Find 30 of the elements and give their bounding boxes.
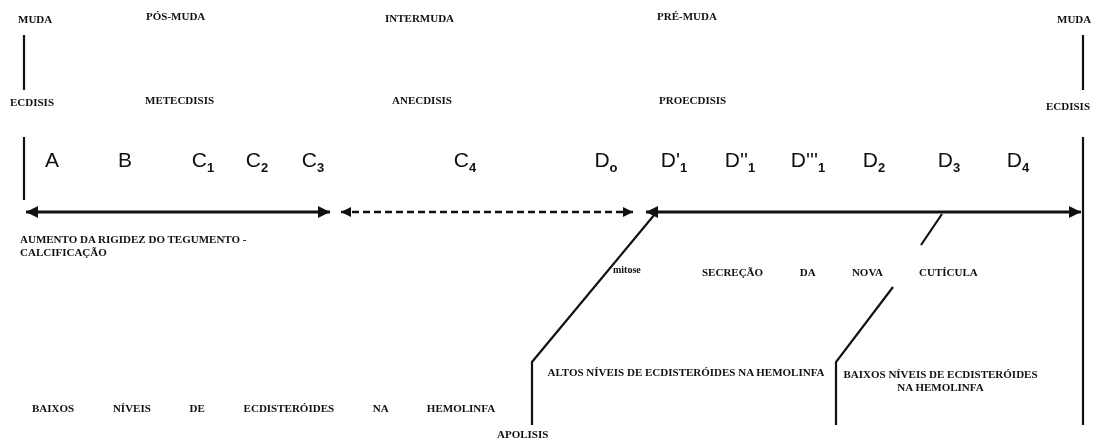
phase-label: PROECDISIS <box>659 94 727 107</box>
stage-label: A <box>45 148 59 172</box>
hormone-level-note: BAIXOS NÍVEIS DE ECDISTERÓIDES NA HEMOLINFA <box>32 402 496 415</box>
phase-label: ANECDISIS <box>392 94 452 107</box>
stage-label: C$_{1}$ <box>191 148 215 177</box>
phase-label: METECDISIS <box>145 94 215 107</box>
phase-label: INTERMUDA <box>385 12 455 25</box>
stage-label: D'''$_{1}$ <box>790 148 826 177</box>
phase-label: APOLISIS <box>497 428 549 441</box>
phase-label: PRÉ-MUDA <box>657 10 717 23</box>
process-note: mitose <box>613 263 641 276</box>
stage-label: D$_{o}$ <box>594 148 618 177</box>
stage-label: D'$_{1}$ <box>660 148 688 177</box>
process-note: AUMENTO DA RIGIDEZ DO TEGUMENTO - CALCIFICAÇÃO <box>20 233 248 259</box>
hormone-level-note: ALTOS NÍVEIS DE ECDISTERÓIDES NA HEMOLINFA <box>546 366 826 379</box>
stage-label: C$_{3}$ <box>301 148 325 177</box>
phase-label: MUDA <box>18 13 53 26</box>
phase-label: PÓS-MUDA <box>146 10 206 23</box>
phase-label: MUDA <box>1057 13 1092 26</box>
process-note: SECREÇÃO DA NOVA CUTÍCULA <box>702 266 978 279</box>
stage-label: C$_{4}$ <box>453 148 477 177</box>
stage-label: D$_{2}$ <box>862 148 886 177</box>
stage-label: B <box>118 148 132 172</box>
phase-label: ECDISIS <box>10 96 55 109</box>
stage-label: D$_{3}$ <box>937 148 961 177</box>
stage-label: D''$_{1}$ <box>724 148 756 177</box>
stage-label: D$_{4}$ <box>1006 148 1030 177</box>
stage-label: C$_{2}$ <box>245 148 269 177</box>
hormone-level-note: BAIXOS NÍVEIS DE ECDISTERÓIDES NA HEMOLINFA <box>842 368 1039 394</box>
phase-label: ECDISIS <box>1046 100 1091 113</box>
